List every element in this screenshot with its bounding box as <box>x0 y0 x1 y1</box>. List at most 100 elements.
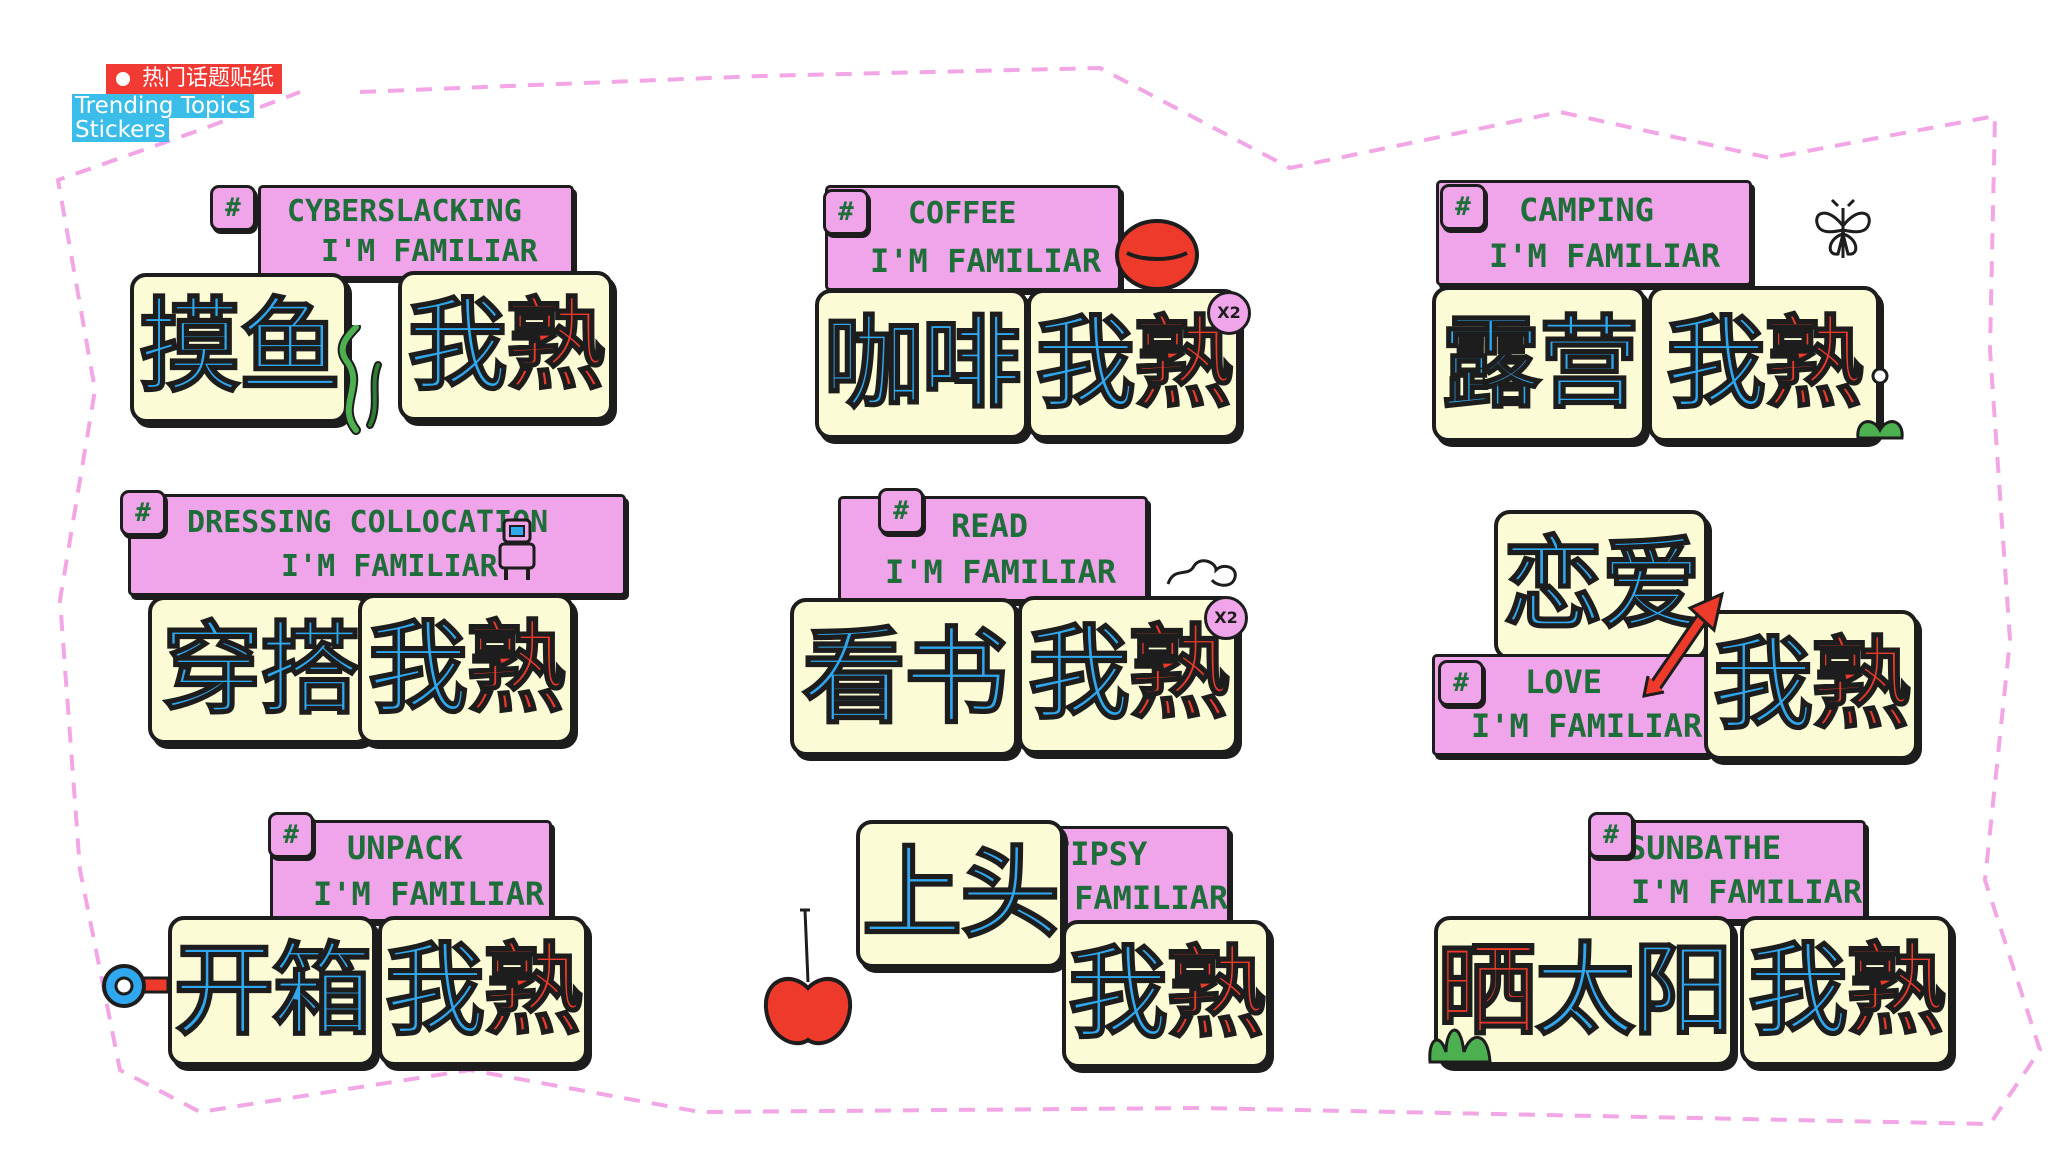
topic-tag: CYBERSLACKING I'M FAMILIAR <box>258 185 574 279</box>
topic-word-box: 摸鱼 <box>130 273 348 423</box>
key-icon <box>102 964 170 1008</box>
tag-line-2: I'M FAMILIAR <box>1471 707 1703 745</box>
heading-chinese: 热门话题贴纸 <box>106 64 283 94</box>
familiar-word-wo: 我 <box>367 610 469 727</box>
familiar-word-wo: 我 <box>1747 932 1849 1049</box>
topic-word: 露营 <box>1440 305 1640 422</box>
familiar-word-box: 我熟 <box>378 916 588 1066</box>
heading-chinese-text: 热门话题贴纸 <box>142 66 275 91</box>
seaweed-icon <box>337 325 382 435</box>
tag-line-1: COFFEE <box>908 196 1017 231</box>
topic-tag: COFFEE I'M FAMILIAR <box>825 185 1121 291</box>
familiar-word-shu: 熟 <box>505 287 607 404</box>
sticker-tipsy[interactable]: TIPSY I'M FAMILIAR # 上头 我熟 <box>760 820 1280 1070</box>
familiar-word-box: 我熟 <box>1704 610 1918 760</box>
sticker-dressing-collocation[interactable]: DRESSING COLLOCATION I'M FAMILIAR # 穿搭 我… <box>118 490 628 750</box>
topic-word: 开箱 <box>173 932 372 1049</box>
butterfly-icon <box>1815 198 1871 258</box>
heading-english-line2: Stickers <box>72 118 169 142</box>
cherry-icon <box>763 908 853 1046</box>
tag-line-2: I'M FAMILIAR <box>885 553 1117 591</box>
sticker-unpack[interactable]: UNPACK I'M FAMILIAR # 开箱 我熟 <box>100 812 600 1072</box>
hash-badge: # <box>268 812 314 858</box>
hash-badge: # <box>1588 812 1634 858</box>
heading-english: Trending Topics Stickers <box>72 94 322 142</box>
sticker-coffee[interactable]: COFFEE I'M FAMILIAR # 咖啡 我熟 X2 <box>815 185 1255 439</box>
familiar-word-shu: 熟 <box>465 610 567 727</box>
heading-english-line1: Trending Topics <box>72 94 254 118</box>
topic-word-red: 晒 <box>1437 932 1538 1049</box>
topic-word: 咖啡 <box>823 305 1023 422</box>
familiar-word-box: 我熟 <box>1648 286 1880 442</box>
familiar-word-wo: 我 <box>1035 305 1137 422</box>
hash-badge: # <box>1440 184 1486 230</box>
tag-line-2: I'M FAMILIAR <box>1489 237 1721 275</box>
topic-word-box: 开箱 <box>168 916 376 1066</box>
topic-word-box: 上头 <box>856 820 1064 968</box>
tag-line-1: READ <box>951 507 1029 545</box>
sticker-love[interactable]: 恋爱 LOVE I'M FAMILIAR # 我熟 <box>1428 510 1928 765</box>
tag-line-2: I'M FAMILIAR <box>1631 873 1863 911</box>
familiar-word-box: 我熟 <box>1018 596 1238 754</box>
topic-word-blue: 太阳 <box>1534 932 1731 1049</box>
hash-badge: # <box>878 488 924 534</box>
topic-word: 看书 <box>801 616 1009 738</box>
sticker-cyberslacking[interactable]: CYBERSLACKING I'M FAMILIAR # 摸鱼 我熟 <box>130 185 615 435</box>
tag-line-1: CYBERSLACKING <box>287 194 522 229</box>
familiar-word-wo: 我 <box>1712 626 1814 743</box>
topic-word: 恋爱 <box>1502 526 1702 643</box>
grass-icon <box>1428 1028 1492 1064</box>
topic-word-box: 晒太阳 <box>1434 916 1734 1066</box>
topic-tag: SUNBATHE I'M FAMILIAR <box>1588 820 1866 922</box>
topic-tag: CAMPING I'M FAMILIAR <box>1436 180 1752 286</box>
familiar-word-shu: 熟 <box>482 932 584 1049</box>
tag-line-1: SUNBATHE <box>1627 829 1782 867</box>
familiar-word-shu: 熟 <box>1763 305 1865 422</box>
familiar-word-box: 我熟 <box>398 271 613 421</box>
topic-word: 上头 <box>861 835 1060 952</box>
familiar-word-wo: 我 <box>407 287 509 404</box>
hash-badge: # <box>120 490 166 536</box>
robot-mascot-icon <box>498 518 536 580</box>
tag-line-1: TIPSY <box>1051 835 1148 873</box>
familiar-word-shu: 熟 <box>1127 615 1231 734</box>
topic-tag: UNPACK I'M FAMILIAR <box>270 820 552 922</box>
familiar-word-box: 我熟 <box>1062 920 1270 1068</box>
hash-badge: # <box>210 185 256 231</box>
page-heading: 热门话题贴纸 Trending Topics Stickers <box>72 64 322 142</box>
sticker-camping[interactable]: CAMPING I'M FAMILIAR # 露营 我熟 <box>1432 180 1922 445</box>
familiar-word-wo: 我 <box>384 932 486 1049</box>
familiar-word-shu: 熟 <box>1810 626 1912 743</box>
familiar-word-box: 我熟 <box>358 594 574 744</box>
tag-line-2: I'M FAMILIAR <box>313 875 545 913</box>
familiar-word-shu: 熟 <box>1165 935 1266 1052</box>
times-two-badge: X2 <box>1204 596 1248 640</box>
familiar-word-wo: 我 <box>1027 615 1131 734</box>
tag-line-1: DRESSING COLLOCATION <box>187 505 549 540</box>
sticker-read[interactable]: READ I'M FAMILIAR # 看书 我熟 X2 <box>790 488 1260 758</box>
record-dot-icon <box>116 72 130 86</box>
topic-word: 摸鱼 <box>138 288 342 407</box>
topic-word-box: 露营 <box>1432 286 1646 442</box>
familiar-word-box: 我熟 <box>1027 289 1240 439</box>
cloud-swirl-icon <box>1166 559 1237 587</box>
coffee-bean-icon <box>1115 219 1199 291</box>
topic-word-box: 穿搭 <box>148 596 372 744</box>
tag-line-1: CAMPING <box>1519 191 1654 229</box>
tag-line-2: I'M FAMILIAR <box>321 234 538 269</box>
topic-word-box: 恋爱 <box>1494 510 1708 660</box>
tag-line-1: UNPACK <box>347 829 463 867</box>
plant-sprout-icon <box>1856 367 1904 440</box>
arrow-icon <box>1642 591 1725 698</box>
familiar-word-box: 我熟 <box>1740 916 1952 1066</box>
sticker-sunbathe[interactable]: SUNBATHE I'M FAMILIAR # 晒太阳 我熟 <box>1426 812 1966 1072</box>
tag-line-1: LOVE <box>1525 663 1603 701</box>
topic-tag: DRESSING COLLOCATION I'M FAMILIAR <box>128 494 626 596</box>
hash-badge: # <box>823 189 869 235</box>
hash-badge: # <box>1438 660 1484 706</box>
familiar-word-wo: 我 <box>1067 935 1169 1052</box>
topic-word-box: 看书 <box>790 598 1018 756</box>
familiar-word-shu: 熟 <box>1845 932 1947 1049</box>
topic-word: 穿搭 <box>161 611 361 728</box>
